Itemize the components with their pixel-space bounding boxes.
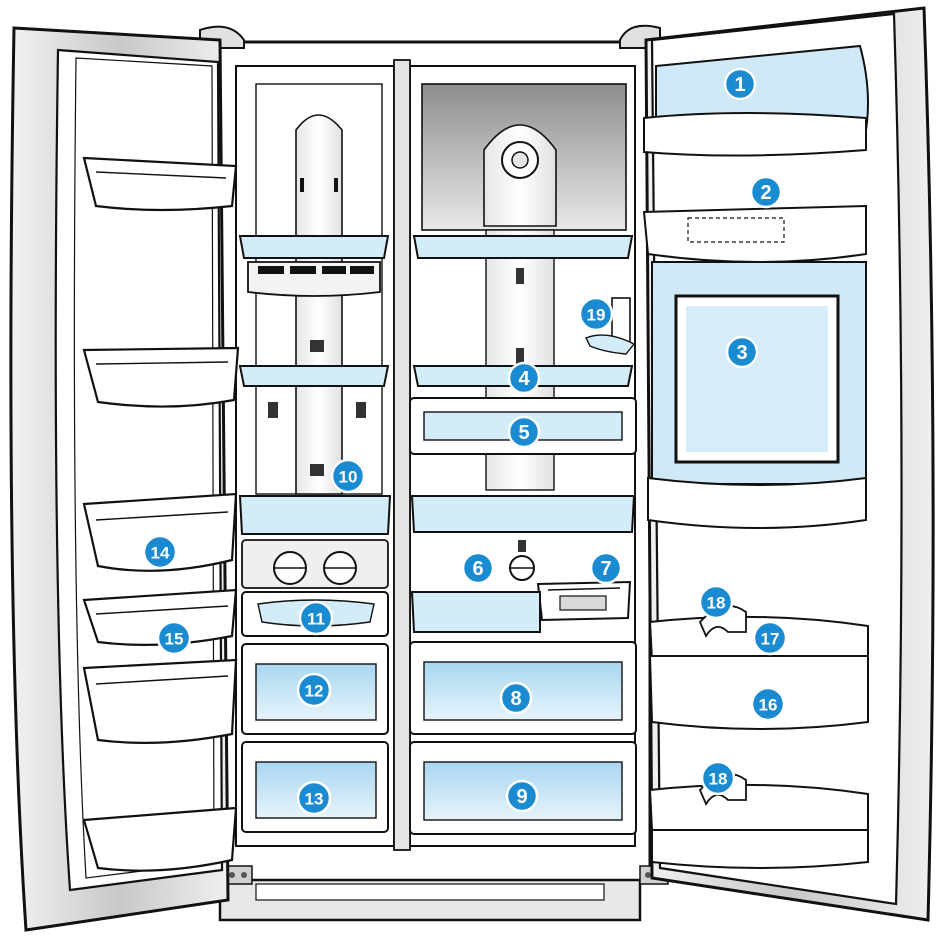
callout-12: 12 [296,672,332,708]
svg-text:5: 5 [518,422,529,444]
svg-text:17: 17 [761,630,780,649]
svg-text:9: 9 [516,786,527,808]
dairy-compartment-1 [643,44,869,157]
fridge-shelf-middle [410,495,636,533]
svg-text:18: 18 [709,770,728,789]
svg-text:7: 7 [600,558,611,580]
fridge-shelf-lower [410,591,541,633]
callout-17: 17 [752,620,788,656]
freezer-vent [247,261,381,297]
callout-16: 16 [750,686,786,722]
freezer-door-bin-top [82,156,238,212]
fridge-compartment [409,83,637,835]
freezer-door-bin-3 [82,492,238,572]
freezer-control-panel [241,539,389,589]
callout-10: 10 [330,458,366,494]
callout-9: 9 [505,779,539,813]
fridge-shelf-top [412,235,634,259]
svg-text:16: 16 [759,696,778,715]
svg-text:8: 8 [510,688,521,710]
door-bin-3 [647,261,867,529]
callout-18b: 18 [700,760,736,796]
svg-text:4: 4 [518,368,530,390]
freezer-compartment [238,83,392,833]
fridge-door [642,6,935,922]
callout-15: 15 [156,620,192,656]
freezer-drawer-13 [241,741,389,833]
bottle-rack-lower [648,773,869,869]
door-bin-2 [642,204,867,263]
svg-text:10: 10 [339,468,358,487]
callout-19: 19 [578,296,614,332]
egg-tray-7 [536,580,632,622]
freezer-shelf-3 [238,495,392,535]
callout-2: 2 [749,175,783,209]
svg-text:14: 14 [151,544,170,563]
freezer-shelf-2 [238,365,390,387]
svg-text:18: 18 [707,594,726,613]
svg-text:19: 19 [587,306,606,325]
freezer-door-bin-2 [82,346,240,408]
callout-11: 11 [298,600,334,636]
svg-text:2: 2 [760,182,771,204]
freezer-door-bin-bottom [82,806,238,872]
svg-text:3: 3 [736,342,747,364]
freezer-door-bin-5 [82,658,238,744]
callout-5: 5 [507,415,541,449]
callout-13: 13 [296,780,332,816]
callout-4: 4 [507,361,541,395]
temperature-dial [501,141,539,179]
svg-text:13: 13 [305,790,324,809]
callout-14: 14 [142,534,178,570]
svg-text:15: 15 [165,630,184,649]
callout-6: 6 [461,551,495,585]
freezer-door [9,26,240,932]
interior-light-6 [509,540,535,581]
freezer-shelf-1 [238,235,390,259]
svg-text:12: 12 [305,682,324,701]
svg-text:11: 11 [307,610,325,629]
callout-1: 1 [723,67,757,101]
callout-18: 18 [698,584,734,620]
callout-7: 7 [589,551,623,585]
svg-text:6: 6 [472,558,483,580]
svg-text:1: 1 [734,74,745,96]
callout-8: 8 [499,681,533,715]
water-dispenser-19 [585,297,636,355]
callout-3: 3 [725,335,759,369]
